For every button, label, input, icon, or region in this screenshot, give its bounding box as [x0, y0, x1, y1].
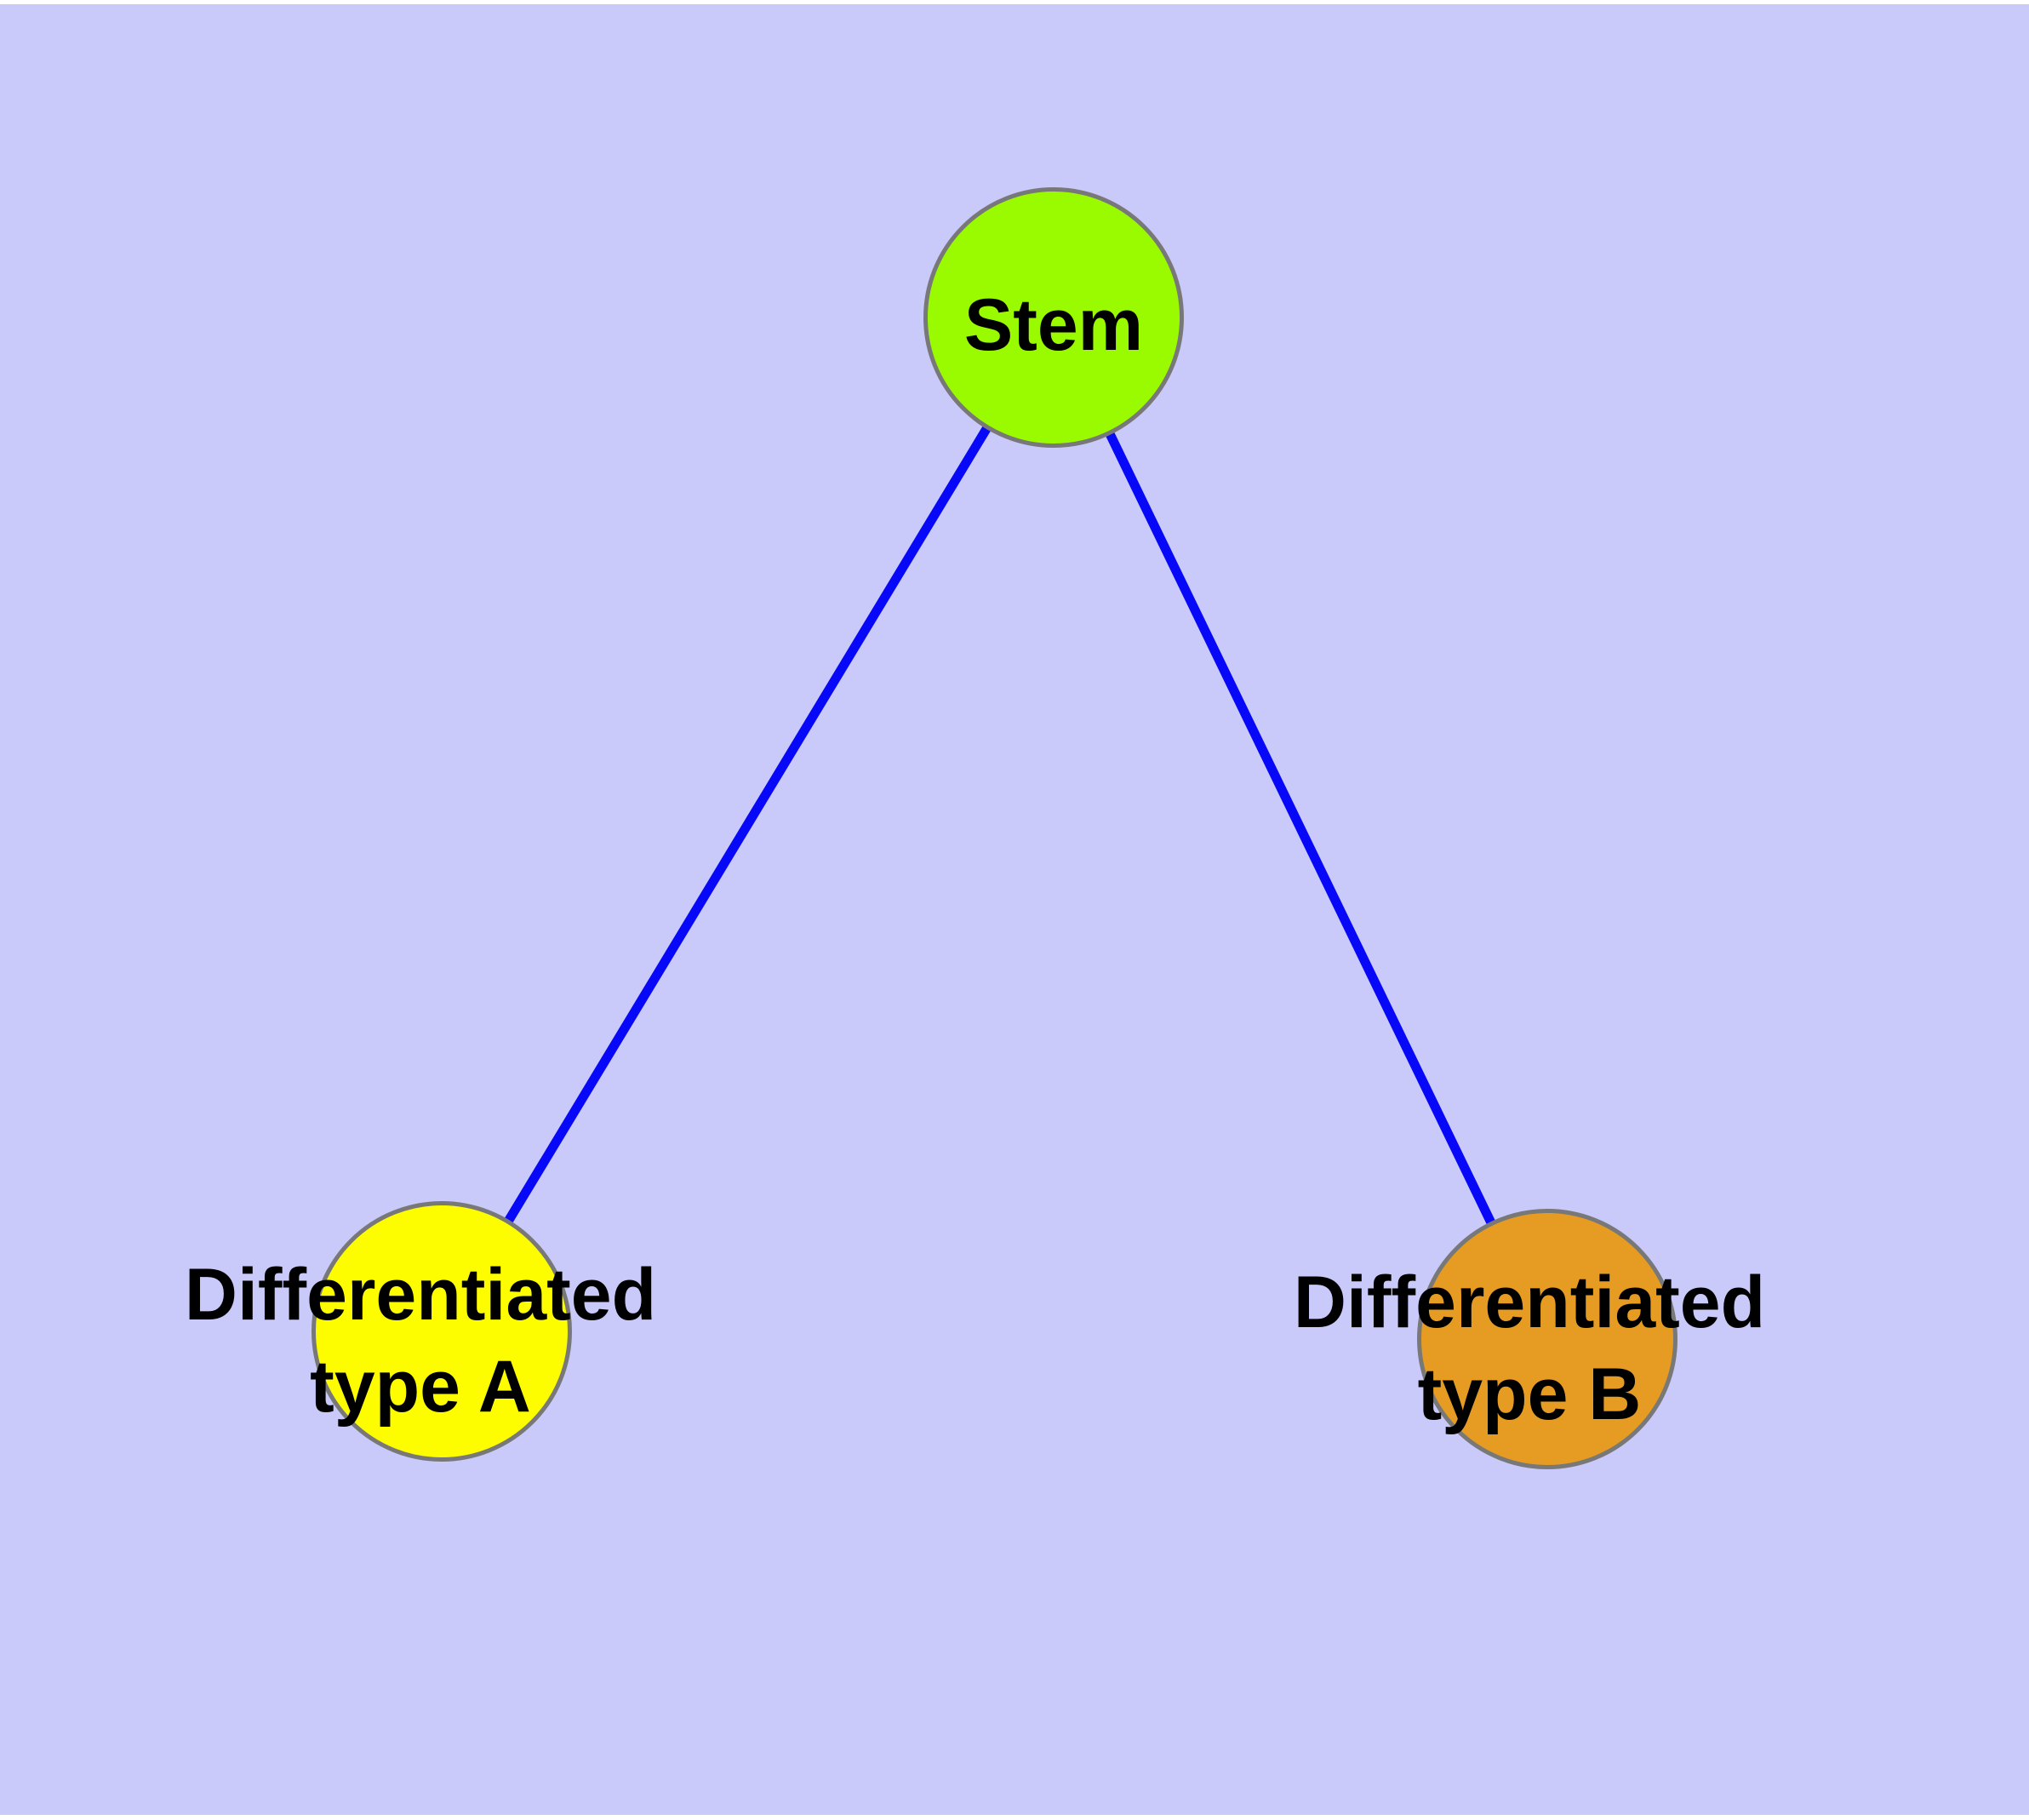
edges-layer: [437, 315, 1552, 1342]
node-differentiated-type-b: [1417, 1209, 1677, 1469]
edge-stem-to-type-b: [1049, 315, 1552, 1342]
graph-canvas: Stem Differentiated type A Differentiate…: [0, 4, 2029, 1815]
edge-stem-to-type-a: [437, 315, 1058, 1334]
node-stem: [923, 187, 1184, 448]
node-differentiated-type-a: [311, 1201, 572, 1462]
node-stem-label: Stem: [963, 284, 1144, 366]
node-differentiated-type-a-label: Differentiated type A: [184, 1254, 657, 1428]
node-differentiated-type-b-label: Differentiated type B: [1293, 1262, 1766, 1435]
